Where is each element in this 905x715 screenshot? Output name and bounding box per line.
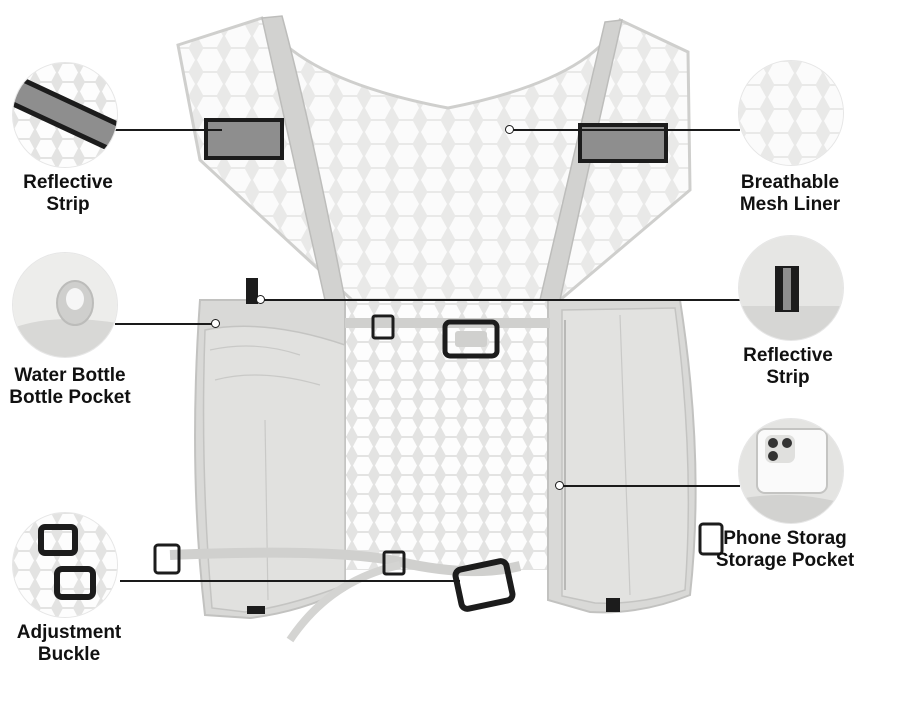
connector-phone (560, 485, 740, 487)
connector-reflective-left (110, 129, 222, 131)
label-reflective-strip-left: Reflective Strip (23, 172, 113, 215)
reflective-tab-thumb (738, 235, 844, 341)
phone-thumb (738, 418, 844, 524)
connector-mesh (510, 129, 740, 131)
label-water-bottle: Water Bottle Bottle Pocket (9, 365, 131, 408)
pointer-dot-bottle (211, 319, 220, 328)
reflective-tab (246, 278, 258, 304)
pointer-dot-phone (555, 481, 564, 490)
right-reflective-strip (578, 123, 668, 163)
left-reflective-strip (204, 118, 284, 160)
label-reflective-strip-right: Reflective Strip (743, 345, 833, 388)
connector-bottle (115, 323, 215, 325)
left-bottle-pocket (202, 325, 346, 613)
connector-reflective-right (262, 299, 742, 301)
chest-strap-lower (169, 547, 522, 577)
pointer-dot-mesh (505, 125, 514, 134)
connector-buckle (120, 580, 460, 582)
reflective-strip-thumb (12, 62, 118, 168)
bottle-thumb (12, 252, 118, 358)
buckle-thumb (12, 512, 118, 618)
vest-center-mesh (345, 300, 560, 570)
mesh-thumb (738, 60, 844, 166)
label-adjustment-buckle: Adjustment Buckle (16, 622, 122, 665)
chest-buckle-upper (442, 319, 500, 359)
chest-buckle-lower (452, 558, 516, 612)
label-phone-storage: Phone Storag Storage Pocket (715, 528, 855, 571)
label-breathable-mesh: Breathable Mesh Liner (739, 172, 841, 215)
pointer-dot-reflective-right (256, 295, 265, 304)
